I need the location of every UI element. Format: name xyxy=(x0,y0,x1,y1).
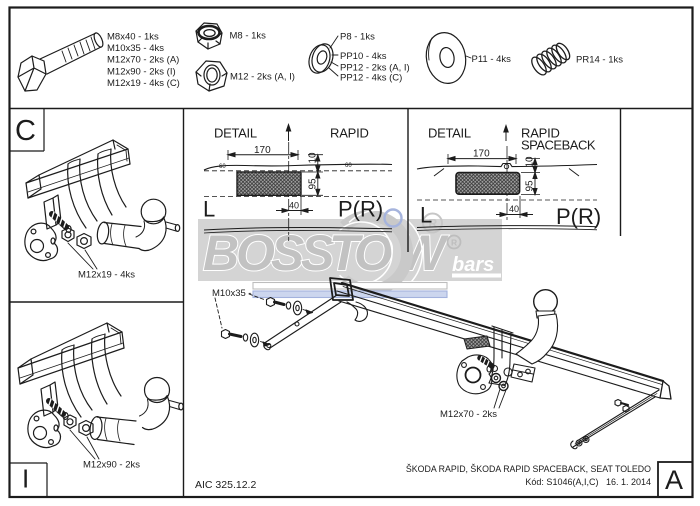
svg-text:T: T xyxy=(329,225,364,281)
svg-text:M8 - 1ks: M8 - 1ks xyxy=(230,31,267,42)
svg-text:M12x90 - 2ks (I): M12x90 - 2ks (I) xyxy=(107,67,176,78)
svg-text:bars: bars xyxy=(452,254,494,276)
svg-text:S: S xyxy=(271,225,304,281)
svg-text:170: 170 xyxy=(254,145,271,156)
svg-text:SPACEBACK: SPACEBACK xyxy=(521,138,596,153)
svg-text:M12x70 - 2ks: M12x70 - 2ks xyxy=(440,409,497,420)
svg-text:PR14 - 1ks: PR14 - 1ks xyxy=(576,55,623,66)
svg-text:10: 10 xyxy=(308,152,319,164)
svg-text:170: 170 xyxy=(473,149,490,160)
svg-text:C: C xyxy=(15,115,36,147)
svg-text:40: 40 xyxy=(289,201,299,211)
svg-text:DETAIL: DETAIL xyxy=(214,126,257,141)
svg-text:PP12 - 2ks (A, I): PP12 - 2ks (A, I) xyxy=(340,63,410,74)
svg-text:40: 40 xyxy=(509,204,519,214)
svg-text:R: R xyxy=(429,217,438,231)
svg-text:M10x35 -: M10x35 - xyxy=(212,288,252,299)
svg-text:M12x70 - 2ks (A): M12x70 - 2ks (A) xyxy=(107,55,179,66)
svg-text:P8 - 1ks: P8 - 1ks xyxy=(340,32,375,43)
svg-text:RAPID: RAPID xyxy=(521,126,560,141)
svg-text:PP12 - 4ks (C): PP12 - 4ks (C) xyxy=(340,73,402,84)
svg-text:DETAIL: DETAIL xyxy=(428,126,471,141)
svg-text:AIC 325.12.2: AIC 325.12.2 xyxy=(195,479,256,491)
svg-text:M10x35 - 4ks: M10x35 - 4ks xyxy=(107,43,164,54)
svg-text:R: R xyxy=(451,238,457,248)
svg-text:O: O xyxy=(236,225,275,281)
svg-text:60: 60 xyxy=(345,163,352,169)
svg-text:P(R): P(R) xyxy=(338,197,383,222)
svg-text:10: 10 xyxy=(525,156,536,168)
svg-text:P(R): P(R) xyxy=(556,204,601,229)
svg-text:P11 - 4ks: P11 - 4ks xyxy=(472,54,512,65)
svg-text:A: A xyxy=(665,465,683,495)
svg-text:S: S xyxy=(301,225,334,281)
svg-text:O: O xyxy=(354,225,393,281)
svg-text:M12 - 2ks (A, I): M12 - 2ks (A, I) xyxy=(230,72,295,83)
svg-text:95: 95 xyxy=(308,178,319,190)
svg-text:L: L xyxy=(420,203,432,228)
svg-text:PP10 - 4ks: PP10 - 4ks xyxy=(340,51,387,62)
svg-text:M12x19 - 4ks (C): M12x19 - 4ks (C) xyxy=(107,78,180,89)
svg-text:I: I xyxy=(22,464,29,494)
svg-text:M12x19 - 4ks: M12x19 - 4ks xyxy=(78,270,135,281)
svg-text:B: B xyxy=(203,225,239,281)
svg-text:60: 60 xyxy=(219,164,226,170)
svg-text:RAPID: RAPID xyxy=(330,126,369,141)
svg-text:M12x90 - 2ks: M12x90 - 2ks xyxy=(83,460,140,471)
svg-text:M8x40 - 1ks: M8x40 - 1ks xyxy=(107,32,159,43)
svg-text:L: L xyxy=(203,197,215,222)
svg-text:ŠKODA RAPID, ŠKODA RAPID SPACE: ŠKODA RAPID, ŠKODA RAPID SPACEBACK, SEAT… xyxy=(406,464,651,474)
svg-text:Kód: S1046(A,I,C) 16. 1. 201: Kód: S1046(A,I,C) 16. 1. 2014 xyxy=(525,477,651,487)
svg-text:95: 95 xyxy=(525,180,536,192)
